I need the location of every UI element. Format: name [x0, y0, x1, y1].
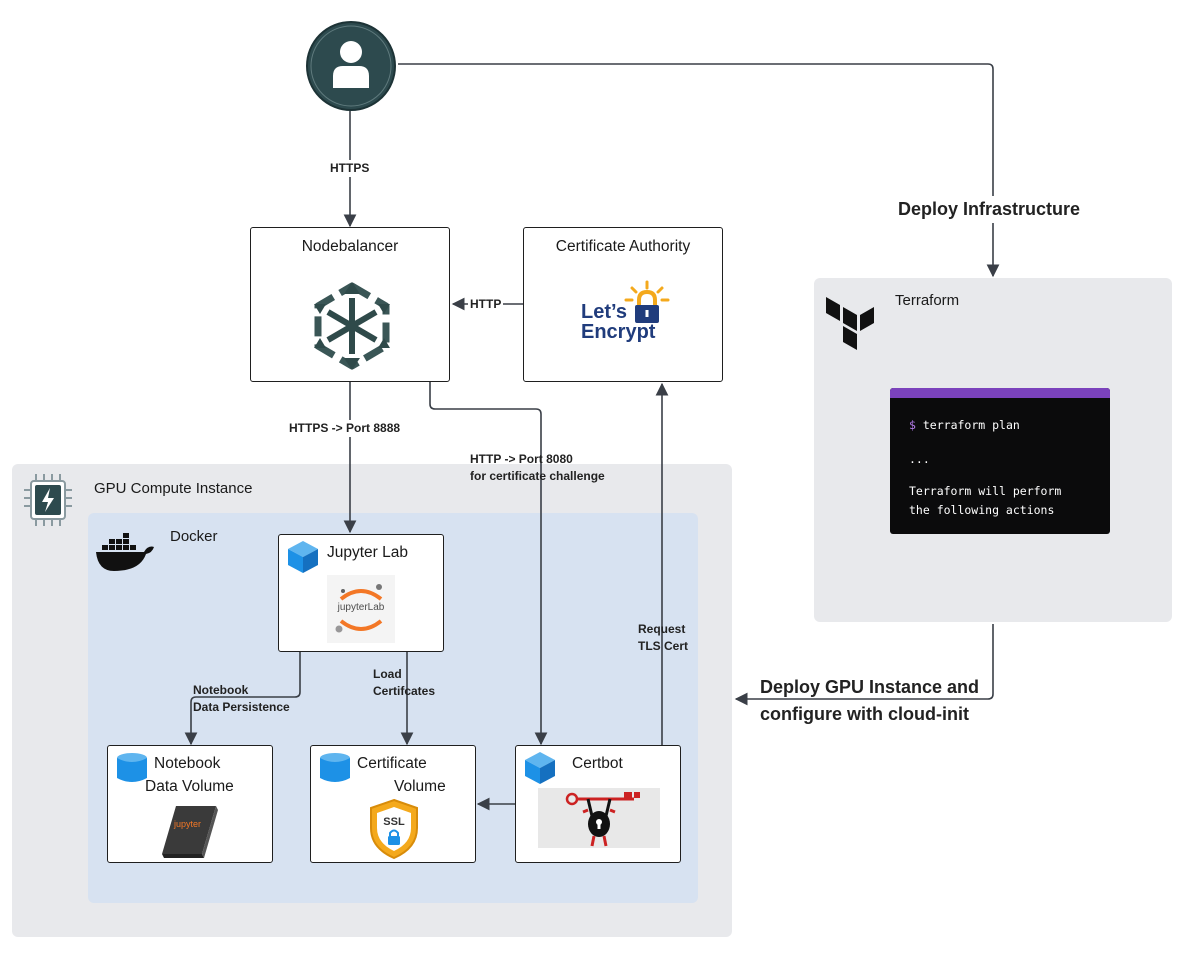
edge-label-load-certificates-line2: Certifcates	[373, 684, 436, 698]
edge-label-http-port-line2: for certificate challenge	[470, 469, 605, 483]
jupyter-book-icon	[162, 806, 218, 858]
terraform-terminal: $ terraform plan ... Terraform will perf…	[890, 388, 1110, 534]
certificate-authority-title: Certificate Authority	[555, 238, 691, 255]
certificate-volume-node[interactable]: Certificate Volume SSL	[310, 745, 476, 863]
edge-label-http-port-line1: HTTP -> Port 8080	[470, 452, 573, 466]
terraform-logo-icon	[826, 297, 874, 350]
nodebalancer-node[interactable]: Nodebalancer	[250, 227, 450, 382]
terminal-ellipsis: ...	[909, 452, 930, 466]
jupyter-lab-node[interactable]: Jupyter Lab jupyterLab	[278, 534, 444, 652]
edge-label-https-port: HTTPS -> Port 8888	[286, 420, 404, 437]
notebook-volume-database-icon	[117, 753, 147, 782]
jupyterlab-logo: jupyterLab	[327, 575, 395, 643]
ssl-shield-icon	[370, 798, 418, 860]
nodebalancer-logo-icon	[314, 282, 390, 370]
notebook-volume-title-line2: Data Volume	[145, 778, 234, 795]
certificate-volume-database-icon	[320, 753, 350, 782]
edge-label-request-cert: Request TLS Cert	[638, 621, 688, 655]
gpu-compute-instance-title: GPU Compute Instance	[94, 480, 253, 497]
terminal-command-line: $ terraform plan	[909, 418, 1020, 432]
terminal-output-line1: Terraform will perform	[909, 484, 1062, 498]
edge-user-to-terraform	[398, 63, 1000, 278]
edge-label-notebook-persistence-line2: Data Persistence	[193, 700, 290, 714]
user-icon	[306, 21, 396, 111]
edge-label-http: HTTP	[468, 296, 504, 313]
letsencrypt-logo-text: Let’s Encrypt	[581, 302, 655, 342]
certificate-authority-node[interactable]: Certificate Authority Let’s Encrypt	[523, 227, 723, 382]
certbot-title: Certbot	[572, 755, 623, 772]
letsencrypt-logo-line2: Encrypt	[581, 321, 656, 343]
terminal-output-line2: the following actions	[909, 503, 1055, 517]
notebook-volume-title-line1: Notebook	[154, 755, 221, 772]
notebook-data-volume-node[interactable]: Notebook Data Volume jupyter	[107, 745, 273, 863]
terminal-title-bar	[890, 388, 1110, 398]
edge-label-request-cert-line2: TLS Cert	[638, 639, 689, 653]
jupyterlab-logo-text: jupyterLab	[337, 602, 385, 613]
certbot-logo	[538, 788, 660, 848]
edge-label-deploy-gpu-line1: Deploy GPU Instance and	[760, 677, 980, 697]
jupyter-lab-title: Jupyter Lab	[327, 544, 408, 561]
terraform-title: Terraform	[895, 292, 960, 309]
edge-label-https: HTTPS	[326, 160, 374, 177]
certbot-cube-icon	[525, 752, 555, 784]
terminal-prompt: $	[909, 418, 916, 432]
terminal-command: terraform plan	[922, 418, 1020, 432]
certificate-volume-title-line2: Volume	[394, 778, 446, 795]
docker-logo-icon	[96, 533, 154, 571]
certificate-volume-title-line1: Certificate	[357, 755, 427, 772]
edge-label-load-certificates: Load Certifcates	[373, 666, 435, 700]
edge-label-request-cert-line1: Request	[638, 622, 686, 636]
edge-label-deploy-infrastructure: Deploy Infrastructure	[896, 196, 1083, 223]
edge-label-deploy-gpu: Deploy GPU Instance and configure with c…	[760, 674, 979, 728]
letsencrypt-lock-icon	[624, 280, 670, 323]
edge-nodebalancer-to-certbot	[429, 382, 548, 746]
edge-label-load-certificates-line1: Load	[373, 667, 402, 681]
edge-label-notebook-persistence: Notebook Data Persistence	[193, 682, 290, 716]
nodebalancer-title: Nodebalancer	[301, 238, 399, 255]
edge-terraform-to-gpu	[734, 624, 994, 706]
edge-label-notebook-persistence-line1: Notebook	[193, 683, 249, 697]
jupyter-orbit-icon	[335, 584, 383, 633]
gpu-chip-icon	[24, 474, 72, 526]
edge-jupyter-to-notebook-volume	[184, 652, 301, 746]
ssl-shield-text: SSL	[383, 816, 405, 828]
docker-title: Docker	[170, 528, 218, 545]
certbot-node[interactable]: Certbot	[515, 745, 681, 863]
letsencrypt-logo-line1: Let’s	[581, 301, 627, 323]
edge-label-deploy-gpu-line2: configure with cloud-init	[760, 704, 969, 724]
edge-label-http-port: HTTP -> Port 8080 for certificate challe…	[470, 451, 605, 485]
jupyter-book-text: jupyter	[174, 819, 202, 829]
certbot-robot-icon	[565, 792, 640, 847]
jupyter-lab-cube-icon	[288, 541, 318, 573]
